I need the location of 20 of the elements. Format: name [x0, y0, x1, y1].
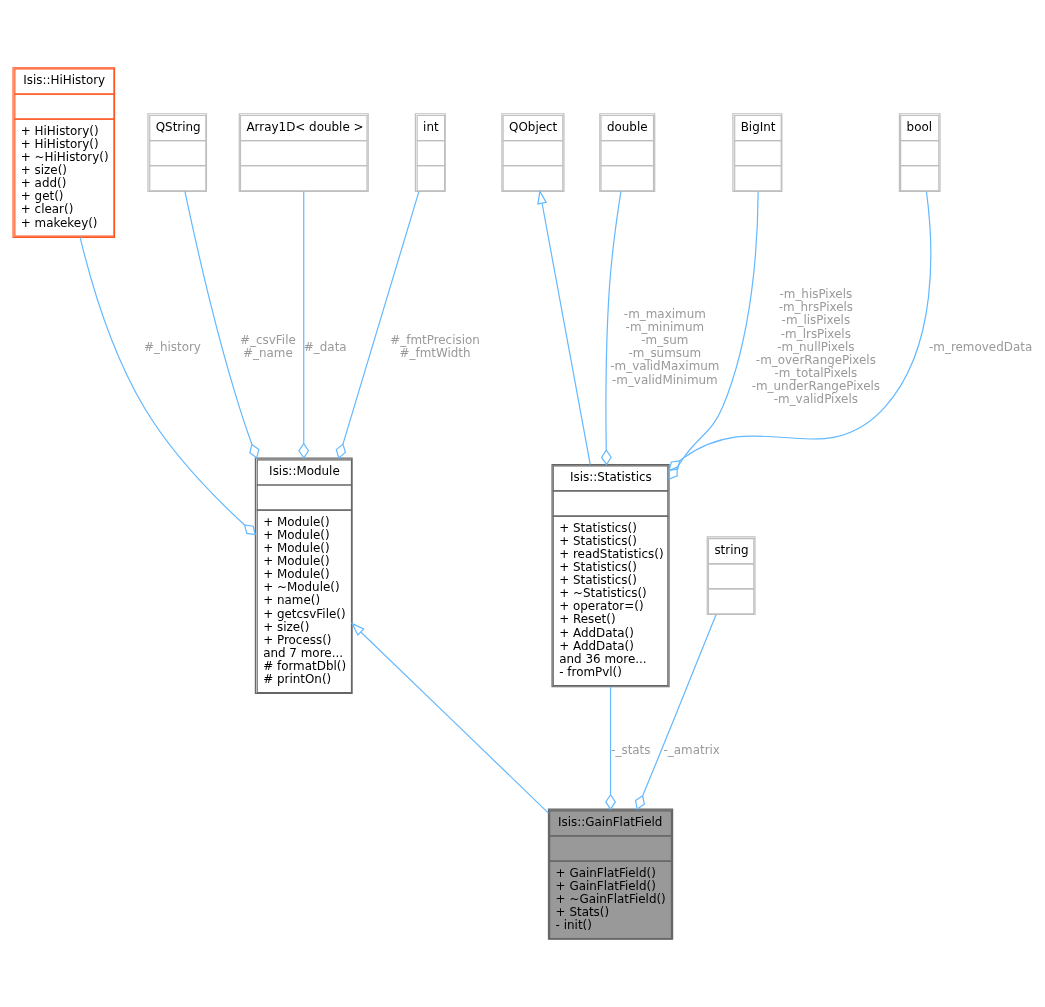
connector	[79, 236, 257, 536]
edge-label: -_amatrix	[663, 743, 720, 758]
connector	[184, 190, 260, 459]
edge-label: -m_removedData	[929, 339, 1033, 354]
edge-label: -_stats	[611, 743, 651, 758]
connector	[668, 191, 932, 472]
connector	[668, 191, 759, 480]
arrow	[537, 189, 591, 466]
connector	[298, 191, 310, 459]
edge-label: #_fmtPrecision #_fmtWidth	[390, 333, 480, 361]
edge-label: #_csvFile #_name	[240, 333, 296, 361]
edge-label: -m_hisPixels -m_hrsPixels -m_lisPixels -m_lrsPixels -m_nullPixels -m_overRangePixels -m_totalPixels -m_underRangePixels -m_validPixels	[751, 287, 881, 407]
connector	[605, 686, 617, 811]
edge-label: #_history	[143, 339, 201, 354]
connector	[600, 190, 622, 466]
edge-label: #_data	[303, 339, 347, 354]
connector	[335, 191, 420, 459]
edge-label: -m_maximum -m_minimum -m_sum -m_sumsum -m_validMaximum -m_validMinimum	[610, 306, 720, 387]
connector	[634, 614, 717, 811]
arrow	[350, 622, 550, 814]
